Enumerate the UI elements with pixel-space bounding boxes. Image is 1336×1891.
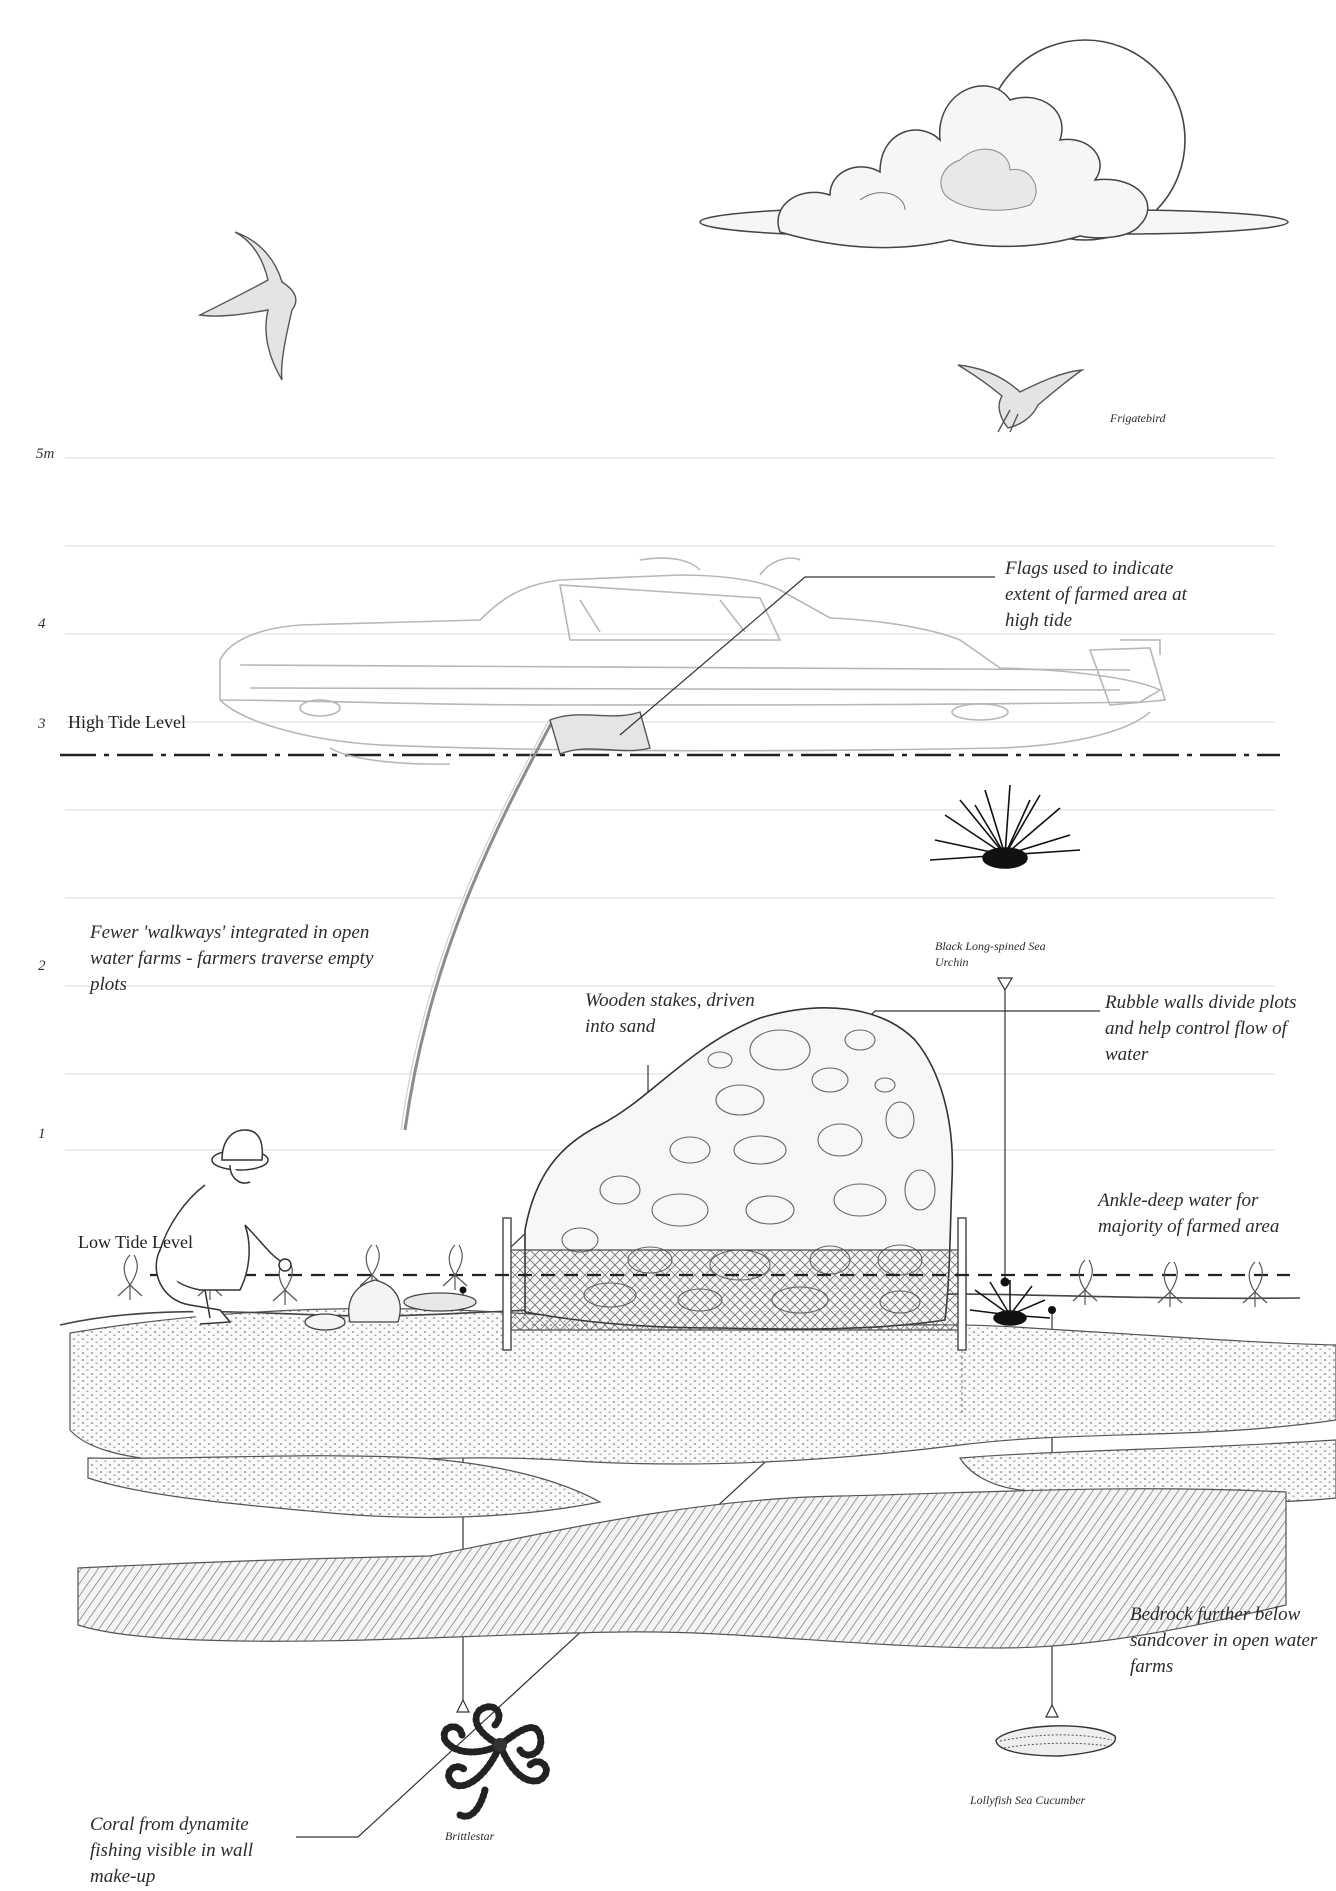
urchin-floating-icon: [930, 785, 1080, 868]
rubble-annotation: Rubble walls divide plots and help contr…: [1105, 990, 1305, 1069]
frigatebird-label: Frigatebird: [1110, 410, 1166, 426]
low-tide-label: Low Tide Level: [78, 1232, 193, 1253]
wooden-stake-left: [503, 1218, 511, 1350]
ankle-annotation: Ankle-deep water for majority of farmed …: [1098, 1188, 1318, 1240]
stakes-annotation: Wooden stakes, driven into sand: [585, 988, 785, 1040]
flag-icon: [550, 712, 650, 754]
frigatebird-flying-icon: [200, 232, 296, 380]
scale-tick-1: 1: [38, 1126, 46, 1143]
brittlestar-icon: [444, 1707, 546, 1817]
sea-cucumber-icon: [996, 1726, 1115, 1756]
walkways-annotation: Fewer 'walkways' integrated in open wate…: [90, 920, 390, 999]
brittlestar-ground-icon: [404, 1293, 476, 1311]
scale-tick-4: 4: [38, 616, 46, 633]
scale-tick-2: 2: [38, 958, 46, 975]
net-mesh: [508, 1250, 966, 1330]
frigatebird-icon: [958, 365, 1082, 432]
urchin-ground-icon: [970, 1280, 1050, 1325]
brittlestar-disc: [493, 1738, 507, 1752]
bedrock-layer: [78, 1489, 1286, 1648]
brittlestar-label: Brittlestar: [445, 1828, 494, 1844]
farmer-figure: [156, 1130, 291, 1324]
coral-annotation: Coral from dynamite fishing visible in w…: [90, 1812, 295, 1891]
sand-layers: [70, 1309, 1336, 1518]
cloud-icon: [700, 86, 1288, 248]
bedrock-annotation: Bedrock further below sandcover in open …: [1130, 1602, 1320, 1681]
flags-annotation: Flags used to indicate extent of farmed …: [1005, 556, 1215, 635]
scale-tick-3: 3: [38, 716, 46, 733]
sacks: [305, 1280, 400, 1330]
scale-tick-5m: 5m: [36, 446, 54, 463]
urchin-label: Black Long-spined Sea Urchin: [935, 938, 1075, 970]
high-tide-label: High Tide Level: [68, 712, 186, 733]
flag-pole: [401, 720, 553, 1130]
sea-cucumber-label: Lollyfish Sea Cucumber: [970, 1792, 1085, 1808]
